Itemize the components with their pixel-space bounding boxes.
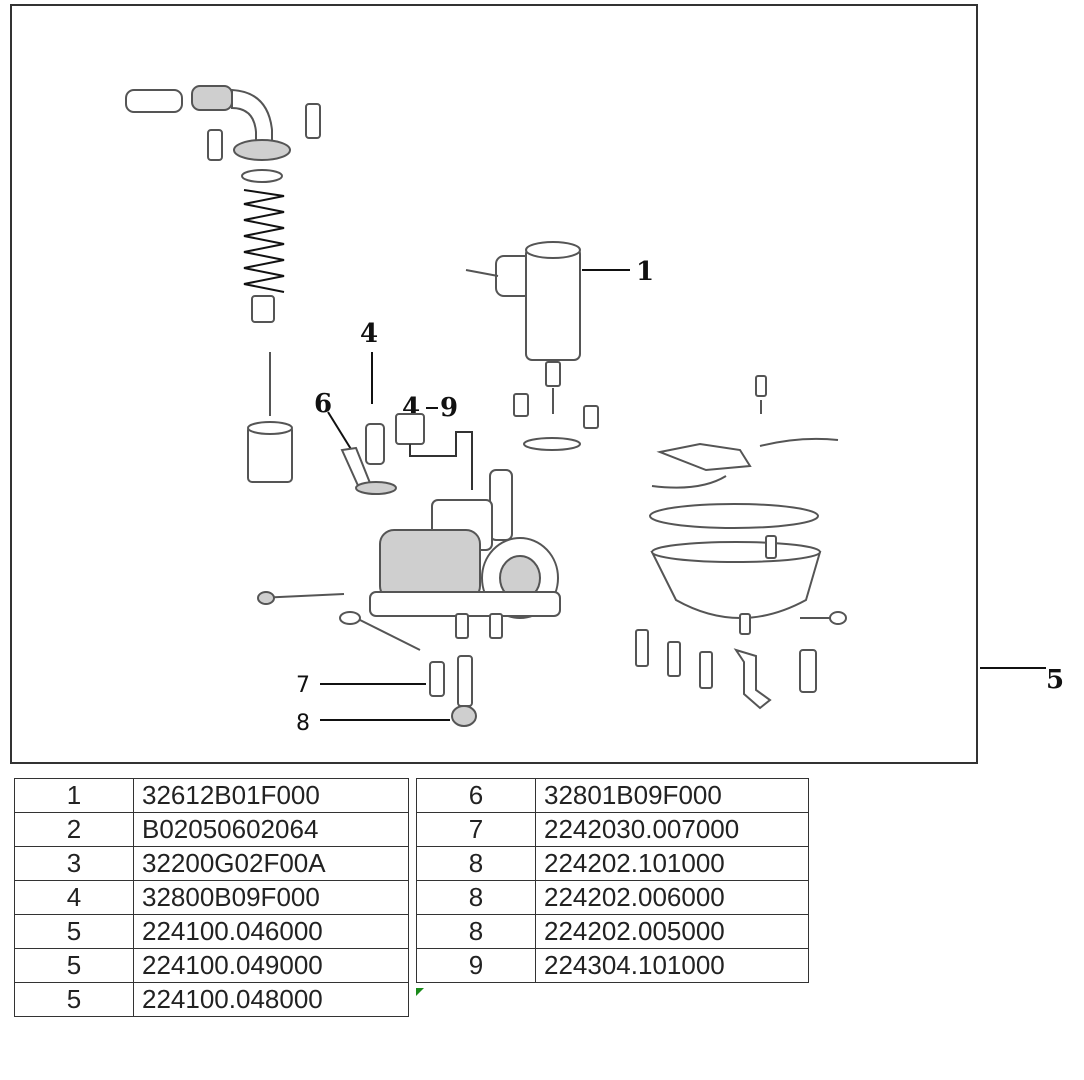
part-number-cell: 4 [14,880,134,915]
part-1-body [465,241,599,451]
part-number-cell: 5 [14,914,134,949]
float-bowl-assembly [635,375,847,710]
part-number-cell: 7 [416,812,536,847]
part-code-cell: 32612B01F000 [133,778,409,813]
part-number-cell: 2 [14,812,134,847]
part-number-cell: 5 [14,948,134,983]
carburetor-body [257,469,561,651]
part-number-cell: 1 [14,778,134,813]
part-number-cell: 8 [416,880,536,915]
callout-5: 5 [1046,665,1064,695]
part-code-cell: 32800B09F000 [133,880,409,915]
part-code-cell: 224100.048000 [133,982,409,1017]
part-number-cell: 6 [416,778,536,813]
callout-6: 6 [314,389,332,419]
part-code-cell: 32200G02F00A [133,846,409,881]
part-number-cell: 8 [416,846,536,881]
leader-6 [327,411,355,455]
part-code-cell: 224100.049000 [133,948,409,983]
part-code-cell: 224202.101000 [535,846,809,881]
callout-9: 9 [440,393,458,423]
part-number-cell: 3 [14,846,134,881]
callout-1: 1 [636,257,654,287]
part-code-cell: 224202.006000 [535,880,809,915]
part-code-cell: 2242030.007000 [535,812,809,847]
choke-assembly [125,85,321,483]
part-8-stem [457,655,473,707]
part-number-cell: 5 [14,982,134,1017]
spring [243,189,285,293]
part-7 [429,661,445,697]
part-code-cell: 224304.101000 [535,948,809,983]
callout-8: 8 [296,711,310,736]
part-code-cell: 32801B09F000 [535,778,809,813]
part-number-cell: 8 [416,914,536,949]
part-code-cell: B02050602064 [133,812,409,847]
part-4-9-parts [340,413,473,495]
part-8 [451,705,477,727]
part-number-cell: 9 [416,948,536,983]
part-code-cell: 224100.046000 [133,914,409,949]
exploded-view-diagram: 1 4 6 4 9 7 8 [125,85,1064,736]
callout-7: 7 [296,673,310,698]
callout-4: 4 [360,319,378,349]
part-code-cell: 224202.005000 [535,914,809,949]
cell-marker [416,988,424,996]
